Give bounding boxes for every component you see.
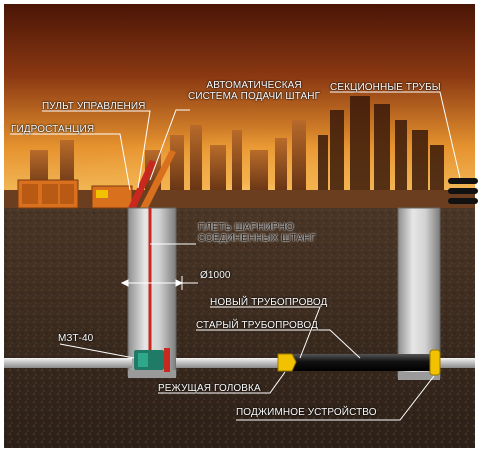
label-auto-feed-line2: СИСТЕМА ПОДАЧИ ШТАНГ (188, 91, 321, 102)
label-diameter: Ø1000 (200, 270, 231, 281)
leader-lines (10, 91, 461, 421)
new-pipeline (286, 354, 436, 371)
rod-feed-system (128, 150, 176, 208)
label-auto-feed-line1: АВТОМАТИЧЕСКАЯ (206, 80, 302, 91)
label-new-pipeline: НОВЫЙ ТРУБОПРОВОД (210, 297, 328, 308)
old-pipeline-right (440, 358, 475, 368)
label-control-panel: ПУЛЬТ УПРАВЛЕНИЯ (42, 101, 146, 112)
label-rod-string-line1: ПЛЕТЬ ШАРНИРНО (198, 222, 294, 233)
cutting-head (277, 353, 297, 372)
label-rod-string: ПЛЕТЬ ШАРНИРНО СОЕДИНЕННЫХ ШТАНГ (198, 222, 316, 244)
label-old-pipeline: СТАРЫЙ ТРУБОПРОВОД (196, 320, 318, 331)
hydro-station (17, 179, 79, 209)
control-panel (91, 185, 133, 209)
label-rod-string-line2: СОЕДИНЕННЫХ ШТАНГ (198, 233, 316, 244)
diameter-dimension (120, 276, 198, 290)
mzt40-machine (134, 348, 170, 372)
label-hydro-station: ГИДРОСТАНЦИЯ (11, 124, 95, 135)
label-machine: МЗТ-40 (58, 333, 94, 344)
label-clamp-device: ПОДЖИМНОЕ УСТРОЙСТВО (236, 407, 377, 418)
clamp-device (429, 349, 441, 376)
label-section-pipes: СЕКЦИОННЫЕ ТРУБЫ (330, 82, 441, 93)
label-cutting-head: РЕЖУЩАЯ ГОЛОВКА (158, 383, 261, 394)
section-pipes (448, 178, 478, 204)
soil-texture (4, 208, 475, 448)
old-pipeline-left (4, 358, 132, 368)
tall-towers (318, 96, 444, 195)
city-skyline (30, 120, 306, 195)
old-pipeline (176, 358, 280, 368)
label-auto-feed: АВТОМАТИЧЕСКАЯ СИСТЕМА ПОДАЧИ ШТАНГ (188, 80, 320, 102)
